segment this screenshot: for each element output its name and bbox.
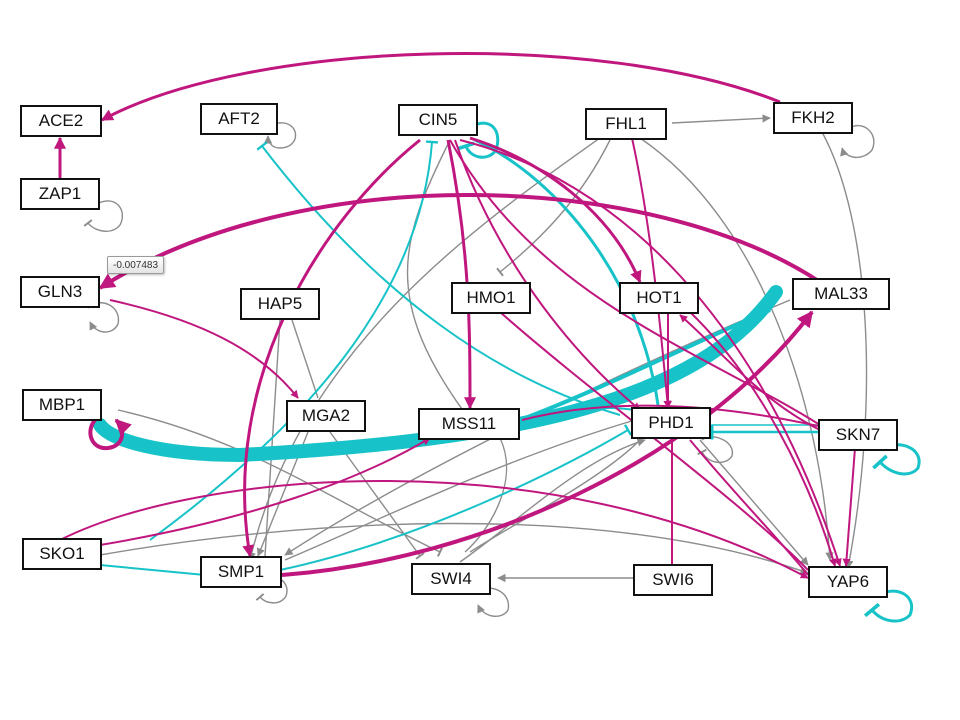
node-swi6[interactable]: SWI6 <box>633 564 713 596</box>
edge-cin5-phd1-cyan <box>474 138 660 406</box>
node-gln3[interactable]: GLN3 <box>20 276 100 308</box>
edge-swi4-phd1 <box>459 438 646 563</box>
edge-fhl1-hmo1 <box>496 139 611 277</box>
edge-cin5-mss11 <box>446 139 476 410</box>
node-cin5[interactable]: CIN5 <box>398 104 478 136</box>
edge-phd1-yap6-m <box>689 439 809 576</box>
node-mga2[interactable]: MGA2 <box>286 400 366 432</box>
edge-mga2-cin5 <box>149 140 439 541</box>
edge-mbp1-swi4 <box>117 409 443 557</box>
edge-sko1-smp1 <box>99 564 206 576</box>
edge-fhl1-fkh2 <box>671 114 771 124</box>
edge-phd1-yap6 <box>699 439 809 566</box>
node-fkh2[interactable]: FKH2 <box>773 102 853 134</box>
self-fkh2 <box>840 124 875 158</box>
edge-mal33-mbp1 <box>93 285 783 463</box>
self-zap1 <box>83 200 123 232</box>
node-mss11[interactable]: MSS11 <box>418 408 520 440</box>
node-yap6[interactable]: YAP6 <box>808 566 888 598</box>
edge-fkh2-ace2 <box>100 52 781 122</box>
node-zap1[interactable]: ZAP1 <box>20 178 100 210</box>
edge-hap5-mga2 <box>291 319 319 399</box>
edge-sko1-yap6 <box>99 522 809 575</box>
edge-fhl1-smp1 <box>247 137 601 561</box>
edge-smp1-phd1-cyan <box>279 424 633 571</box>
edge-cin5-hot1 <box>469 136 642 284</box>
self-yap6 <box>863 589 914 623</box>
node-hot1[interactable]: HOT1 <box>619 282 699 314</box>
node-skn7[interactable]: SKN7 <box>818 419 898 451</box>
edge-mss11-swi4 <box>464 437 508 553</box>
node-phd1[interactable]: PHD1 <box>631 407 711 439</box>
edge-fhl1-phd1 <box>631 137 672 409</box>
node-ace2[interactable]: ACE2 <box>20 105 102 137</box>
node-mbp1[interactable]: MBP1 <box>22 389 102 421</box>
node-mal33[interactable]: MAL33 <box>792 278 890 310</box>
node-aft2[interactable]: AFT2 <box>200 103 278 135</box>
edge-smp1-mal33 <box>281 310 814 577</box>
self-gln3 <box>87 302 120 333</box>
node-swi4[interactable]: SWI4 <box>411 563 491 595</box>
node-fhl1[interactable]: FHL1 <box>585 108 667 140</box>
edge-phd1-aft2 <box>256 141 621 416</box>
edge-sko1-yap6-m <box>59 479 809 579</box>
node-sko1[interactable]: SKO1 <box>22 538 102 570</box>
edge-hmo1-yap6 <box>499 311 809 571</box>
edge-skn7-mss11 <box>521 404 819 427</box>
self-aft2 <box>263 122 297 149</box>
edge-sko1-mss11 <box>99 437 431 546</box>
edge-skn7-hot1 <box>679 314 821 431</box>
edge-cin5-skn7 <box>449 139 821 426</box>
self-mbp1 <box>88 418 132 451</box>
edge-phd1-smp1-g <box>284 419 636 561</box>
edge-cin5-phd1 <box>454 139 641 411</box>
edge-mal33-gln3 <box>98 193 822 290</box>
edge-skn7-yap6 <box>842 447 856 567</box>
edge-cin5-mss11 <box>406 139 471 421</box>
node-hmo1[interactable]: HMO1 <box>451 282 531 314</box>
edge-gln3-mga2 <box>109 299 299 399</box>
node-smp1[interactable]: SMP1 <box>200 556 282 588</box>
edge-hot1-yap6 <box>689 311 837 567</box>
node-hap5[interactable]: HAP5 <box>240 288 320 320</box>
edge-cin5-yap6 <box>459 139 842 567</box>
edge-fkh2-yap6 <box>821 131 868 569</box>
edge-fhl1-yap6 <box>639 137 834 561</box>
edge-weight-tooltip: -0.007483 <box>107 256 165 274</box>
